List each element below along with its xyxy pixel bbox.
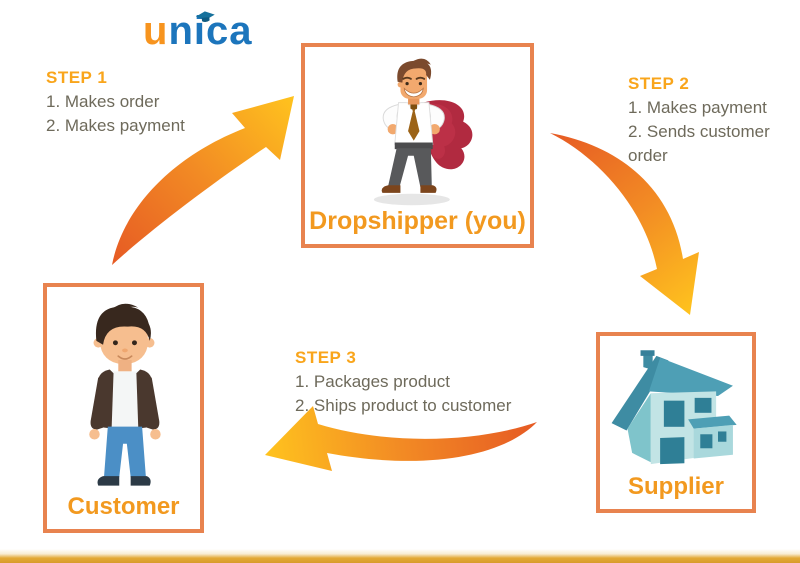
supplier-label: Supplier	[627, 473, 724, 500]
bottom-accent-bar	[0, 549, 800, 563]
step1-title: STEP 1	[46, 68, 108, 87]
supplier-box: Supplier	[596, 332, 756, 513]
step1-text-block: STEP 1 1. Makes order 2. Makes payment	[46, 66, 256, 138]
step3-text-block: STEP 3 1. Packages product 2. Ships prod…	[295, 346, 565, 418]
step3-title: STEP 3	[295, 348, 357, 367]
step3-item-2: 2. Ships product to customer	[295, 396, 512, 415]
step1-item-2: 2. Makes payment	[46, 116, 185, 135]
step1-item-1: 1. Makes order	[46, 92, 160, 111]
step2-title: STEP 2	[628, 74, 690, 93]
dropshipper-box: Dropshipper (you)	[301, 43, 534, 248]
house-illustration	[611, 350, 737, 465]
step2-text-block: STEP 2 1. Makes payment 2. Sends custome…	[628, 72, 798, 168]
unica-logo: unica	[143, 10, 252, 52]
step3-item-1: 1. Packages product	[295, 372, 450, 391]
customer-label: Customer	[67, 493, 180, 520]
logo-text-orange: u	[143, 9, 169, 53]
customer-box: Customer	[43, 283, 204, 533]
young-man-illustration	[89, 303, 161, 486]
step2-item-1: 1. Makes payment	[628, 98, 767, 117]
dropshipper-label: Dropshipper (you)	[309, 207, 526, 235]
graduation-cap-icon	[195, 11, 215, 23]
superhero-businessman-illustration	[373, 58, 473, 206]
step2-item-2: 2. Sends customer order	[628, 122, 770, 165]
